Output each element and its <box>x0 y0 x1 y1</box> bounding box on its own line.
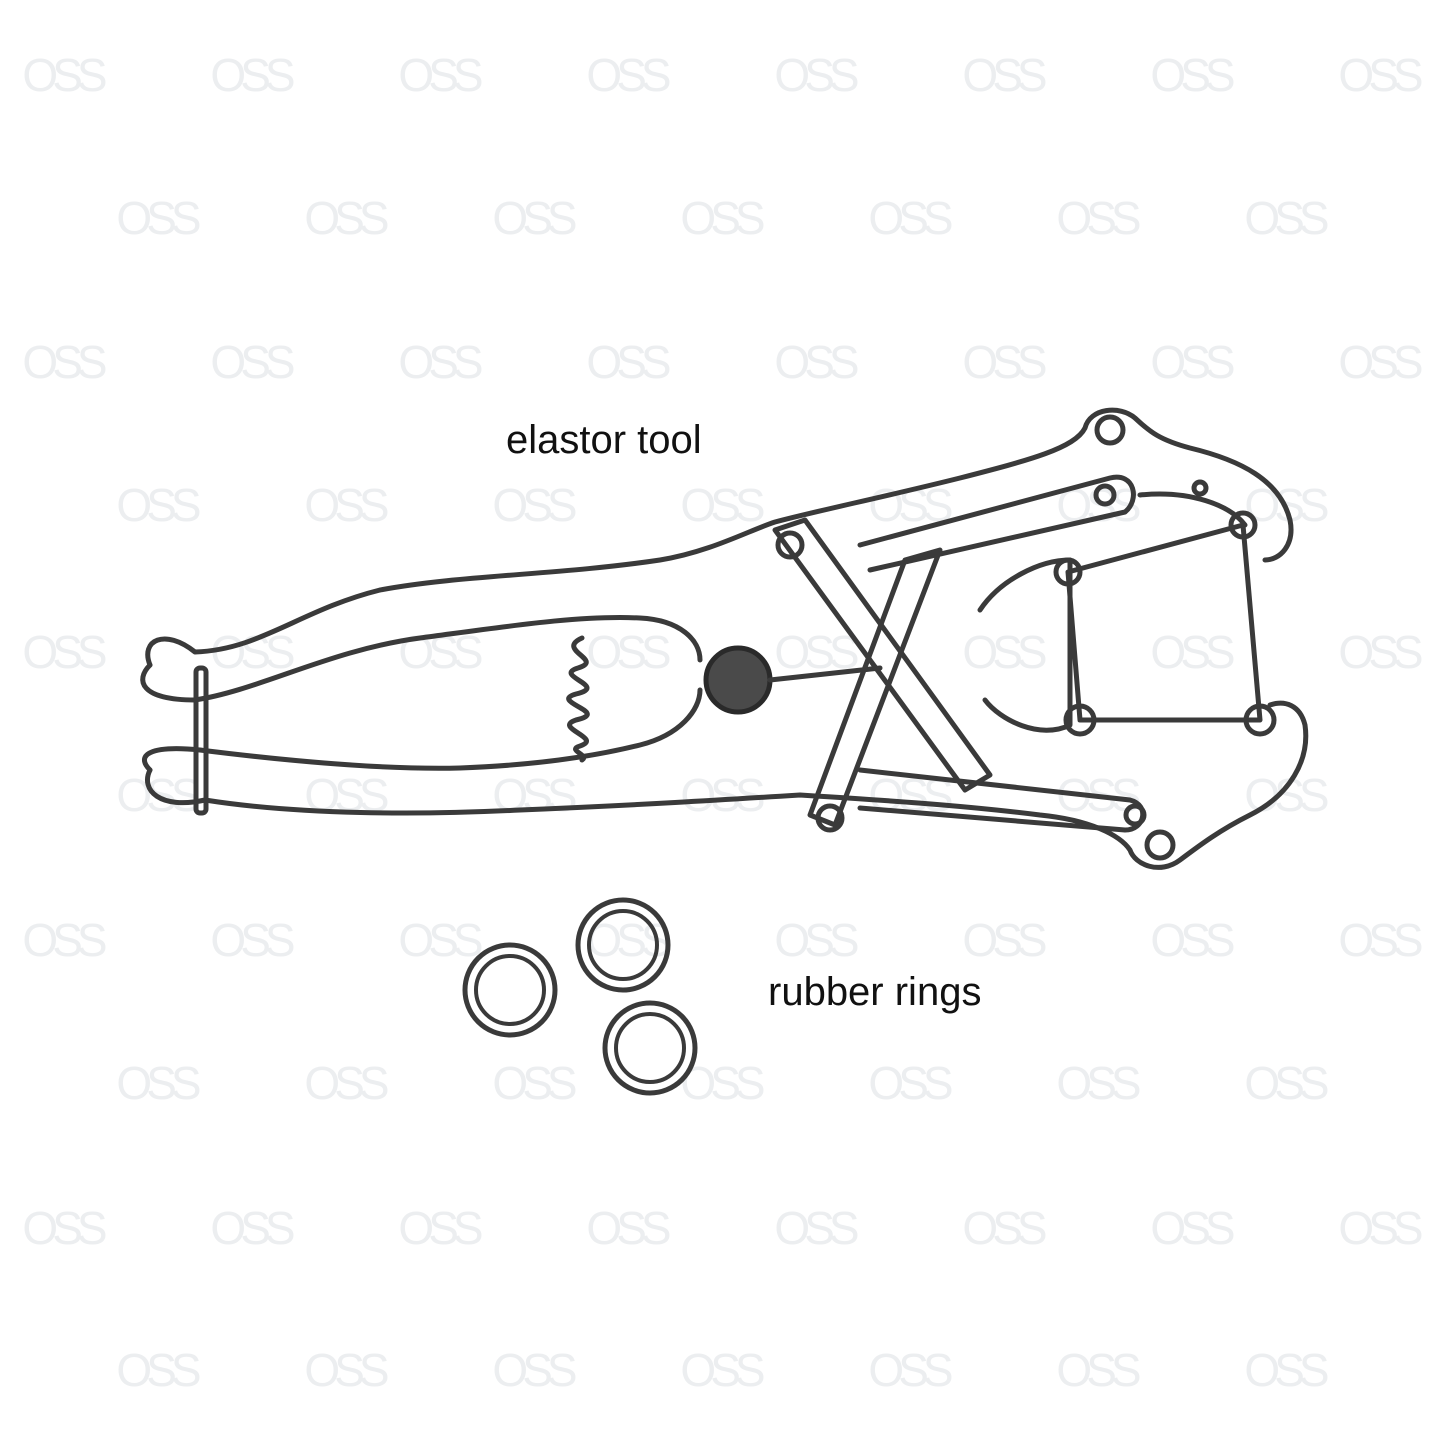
watermark-text: OSS <box>1150 49 1235 101</box>
watermark-text: OSS <box>1244 1057 1329 1109</box>
watermark-text: OSS <box>774 914 859 966</box>
handle-tip-lower <box>142 746 203 773</box>
watermark-text: OSS <box>210 336 295 388</box>
watermark-text: OSS <box>398 336 483 388</box>
watermark-text: OSS <box>1338 1202 1423 1254</box>
watermark-text: OSS <box>962 1202 1047 1254</box>
watermark-text: OSS <box>962 626 1047 678</box>
watermark-text: OSS <box>398 49 483 101</box>
watermark-text: OSS <box>680 769 765 821</box>
watermark-text: OSS <box>586 626 671 678</box>
watermark-text: OSS <box>680 192 765 244</box>
watermark-text: OSS <box>1244 192 1329 244</box>
screw-top <box>1094 414 1126 446</box>
watermark-text: OSS <box>304 192 389 244</box>
lower-handle-inner <box>197 687 703 771</box>
watermark-text: OSS <box>1338 914 1423 966</box>
watermark-text: OSS <box>868 192 953 244</box>
watermark-text: OSS <box>304 1057 389 1109</box>
watermark-text: OSS <box>586 336 671 388</box>
rubber-ring-1 <box>462 942 558 1038</box>
watermark-text: OSS <box>116 1057 201 1109</box>
rubber-ring-3 <box>602 1000 698 1096</box>
watermark-text: OSS <box>492 1344 577 1396</box>
upper-handle-outline <box>145 407 1294 668</box>
watermark-text: OSS <box>868 1057 953 1109</box>
watermark-text: OSS <box>1244 1344 1329 1396</box>
upper-jaw-arm <box>857 474 1136 573</box>
cross-lever-a <box>772 517 993 793</box>
elastor-tool-label: elastor tool <box>506 418 702 462</box>
watermark-text: OSS <box>22 914 107 966</box>
watermark-text: OSS <box>116 479 201 531</box>
watermark-text: OSS <box>210 1202 295 1254</box>
watermark-text: OSS <box>492 192 577 244</box>
watermark-text: OSS <box>210 626 295 678</box>
watermark-text: OSS <box>1056 1344 1141 1396</box>
rubber-ring-2 <box>575 897 671 993</box>
watermark-text: OSS <box>492 1057 577 1109</box>
pivot-ball <box>703 645 773 715</box>
watermark-text: OSS <box>116 192 201 244</box>
watermark-text: OSS <box>22 336 107 388</box>
lower-handle-outline <box>145 700 1309 870</box>
watermark-text: OSS <box>1150 626 1235 678</box>
watermark-text: OSS <box>680 1344 765 1396</box>
watermark-text: OSS <box>398 1202 483 1254</box>
watermark-text: OSS <box>1150 1202 1235 1254</box>
watermark-text: OSS <box>680 1057 765 1109</box>
handle-latch <box>193 665 209 816</box>
ring-spreader <box>1065 522 1263 723</box>
watermark-text: OSS <box>962 49 1047 101</box>
cross-lever-b <box>807 547 943 828</box>
watermark-text: OSS <box>1150 336 1235 388</box>
watermark-text: OSS <box>1056 192 1141 244</box>
handle-tip-upper <box>140 662 198 703</box>
watermark-text: OSS <box>22 1202 107 1254</box>
watermark-text: OSS <box>962 914 1047 966</box>
watermark-text: OSS <box>22 626 107 678</box>
watermark-text: OSS <box>774 49 859 101</box>
watermark-text: OSS <box>304 1344 389 1396</box>
watermark-text: OSS <box>492 479 577 531</box>
watermark-text: OSS <box>962 336 1047 388</box>
watermark-text: OSS <box>304 479 389 531</box>
watermark-text: OSS <box>1338 626 1423 678</box>
watermark-text: OSS <box>1338 49 1423 101</box>
watermark-text: OSS <box>210 49 295 101</box>
watermark-text: OSS <box>116 1344 201 1396</box>
watermark-text: OSS <box>1150 914 1235 966</box>
watermark-text: OSS <box>1338 336 1423 388</box>
rubber-rings <box>462 897 698 1096</box>
watermark-text: OSS <box>1056 1057 1141 1109</box>
watermark-text: OSS <box>774 1202 859 1254</box>
watermark-text: OSS <box>586 49 671 101</box>
watermark-text: OSS <box>22 49 107 101</box>
spring <box>566 635 590 763</box>
upper-handle-inner <box>192 615 703 703</box>
screw-bottom <box>1144 829 1176 861</box>
jaw-body <box>977 491 1248 733</box>
watermark-text: OSS <box>210 914 295 966</box>
watermark-text: OSS <box>774 336 859 388</box>
rubber-rings-label: rubber rings <box>768 970 982 1014</box>
watermark-text: OSS <box>586 1202 671 1254</box>
watermark-text: OSS <box>398 914 483 966</box>
watermark-text: OSS <box>868 1344 953 1396</box>
watermark-text: OSS <box>680 479 765 531</box>
